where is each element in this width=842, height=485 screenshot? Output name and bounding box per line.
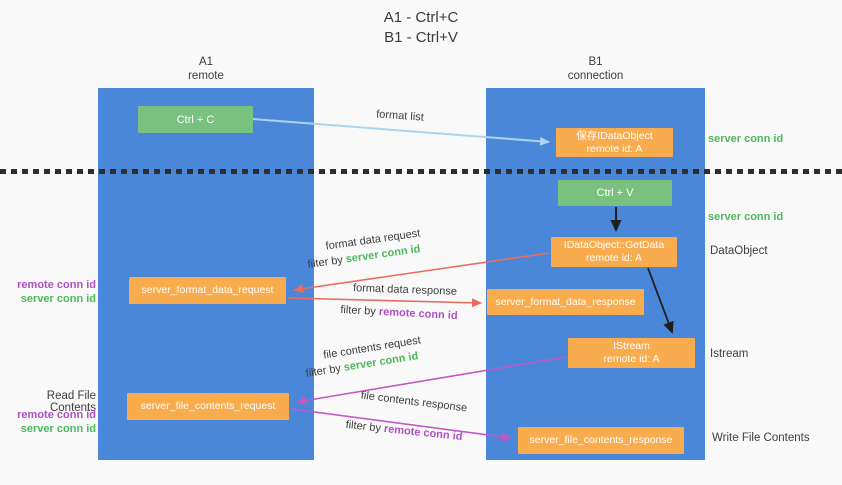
left-column-header: A1 remote (98, 55, 314, 83)
ctrl-c-node: Ctrl + C (138, 106, 253, 133)
ctrl-v-node: Ctrl + V (558, 180, 672, 206)
filter-by-text: filter by (345, 418, 385, 435)
istream-line1: IStream (613, 340, 650, 352)
getdata-line1: IDataObject::GetData (563, 239, 665, 251)
format-list-label: format list (375, 108, 425, 124)
server-file-contents-response-node: server_file_contents_response (518, 427, 684, 454)
istream-annotation: Istream (710, 348, 749, 360)
filter-by-text: filter by (340, 303, 380, 318)
remote-conn-id-key: remote conn id (378, 305, 458, 323)
server-format-data-response-node: server_format_data_response (487, 289, 644, 315)
save-dataobject-node: 保存IDataObject remote id: A (556, 128, 673, 157)
ctrl-v-label: Ctrl + V (596, 187, 634, 199)
file-contents-response-filter-label: filter by remote conn id (345, 419, 463, 443)
right-column-header: B1 connection (486, 55, 705, 83)
title-line-1: A1 - Ctrl+C (383, 9, 459, 26)
server-format-data-request-node: server_format_data_request (129, 277, 286, 304)
remote-conn-id-label: remote conn id (17, 409, 96, 421)
server-conn-id-annotation-top: server conn id (708, 133, 784, 145)
server-conn-id-label: server conn id (20, 423, 96, 435)
remote-conn-id-label: remote conn id (17, 279, 96, 291)
server-conn-id-label: server conn id (20, 293, 96, 305)
left-conn-id-pair-2: remote conn id server conn id (0, 408, 96, 436)
server-format-data-response-label: server_format_data_response (495, 295, 636, 308)
format-data-response-label: format data response (352, 282, 458, 298)
server-file-contents-request-label: server_file_contents_request (140, 400, 276, 412)
right-column-name: B1 (588, 56, 603, 68)
save-dataobject-line1: 保存IDataObject (576, 129, 653, 142)
dataobject-annotation: DataObject (710, 245, 768, 257)
dotted-separator (0, 169, 842, 174)
format-data-response-arrow (287, 297, 482, 308)
istream-line2: remote id: A (603, 353, 660, 365)
server-conn-id-annotation-mid: server conn id (708, 211, 784, 223)
title-line-2: B1 - Ctrl+V (384, 29, 458, 46)
getdata-line2: remote id: A (585, 252, 643, 264)
remote-conn-id-key: remote conn id (383, 422, 463, 444)
getdata-node: IDataObject::GetData remote id: A (551, 237, 677, 267)
server-file-contents-response-label: server_file_contents_response (529, 434, 673, 446)
istream-node: IStream remote id: A (568, 338, 695, 368)
file-contents-response-label: file contents response (360, 389, 468, 415)
ctrl-c-label: Ctrl + C (176, 113, 215, 126)
left-conn-id-pair-1: remote conn id server conn id (0, 278, 96, 306)
server-file-contents-request-node: server_file_contents_request (127, 393, 289, 420)
read-file-contents-annotation: Read File Contents (46, 390, 96, 414)
server-format-data-request-label: server_format_data_request (141, 284, 274, 296)
format-data-response-filter-label: filter by remote conn id (340, 304, 458, 322)
write-file-contents-annotation: Write File Contents (712, 432, 810, 444)
save-dataobject-line2: remote id: A (586, 142, 643, 155)
diagram-title: A1 - Ctrl+C B1 - Ctrl+V (0, 8, 842, 48)
right-column-subtitle: connection (567, 70, 624, 82)
left-column-subtitle: remote (188, 70, 224, 82)
left-column-name: A1 (198, 56, 214, 68)
